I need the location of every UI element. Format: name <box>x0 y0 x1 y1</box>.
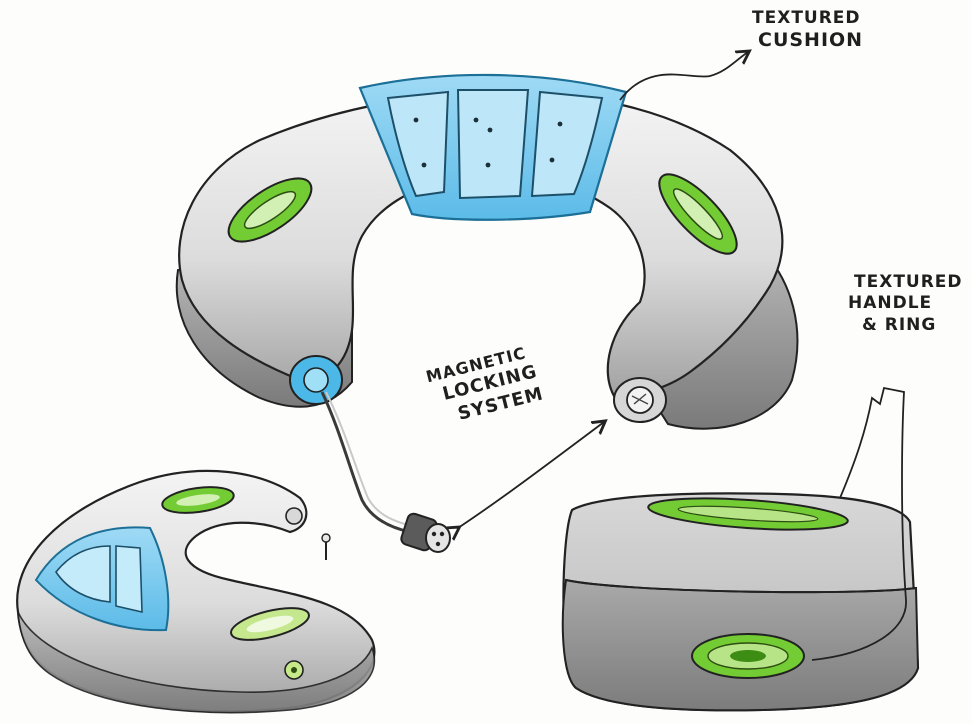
magnet-port-icon <box>303 367 329 393</box>
magnetic-arrow <box>458 422 604 528</box>
angled-pillow <box>16 469 376 714</box>
angled-connector-icon <box>285 507 303 525</box>
annotation-line: TEXTURED <box>854 272 963 292</box>
annotation-line: TEXTURED <box>752 8 861 28</box>
magnetic-cable <box>320 391 451 553</box>
annotation-line: HANDLE <box>848 293 933 314</box>
handle-callout-lines <box>811 386 907 661</box>
annotation-textured-cushion: TEXTURED CUSHION <box>752 8 863 53</box>
cushion-callout-arrow <box>619 52 748 101</box>
annotation-textured-handle-ring: TEXTURED HANDLE & RING <box>848 272 963 336</box>
folded-case <box>561 492 920 712</box>
annotation-line: CUSHION <box>758 29 864 52</box>
annotation-line: & RING <box>862 314 937 335</box>
